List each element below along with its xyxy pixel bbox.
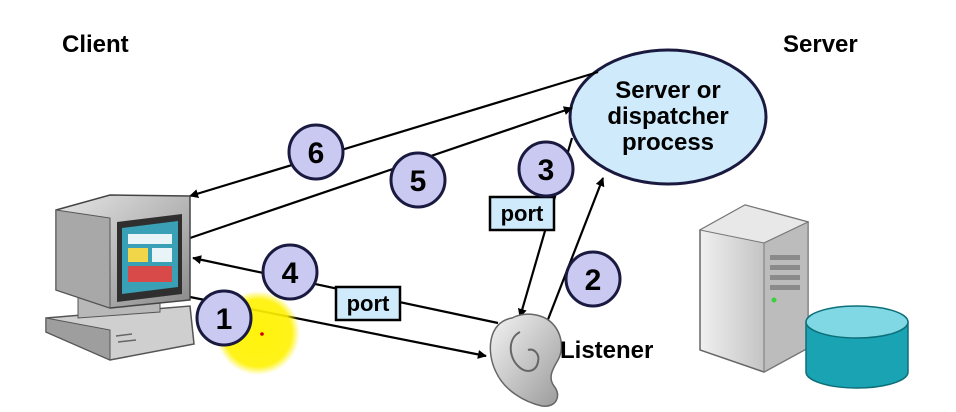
- server-tower-icon: [698, 204, 810, 373]
- listener-label: Listener: [560, 337, 653, 364]
- step-badge-6: 6: [287, 123, 345, 181]
- highlight-dot: [260, 332, 264, 336]
- step-badge-3: 3: [517, 140, 575, 198]
- port-box-lower: port: [334, 285, 402, 322]
- arrow-2: [545, 177, 605, 323]
- step-number-2: 2: [585, 264, 602, 297]
- database-icon: [805, 305, 909, 389]
- client-label: Client: [62, 31, 129, 58]
- step-number-5: 5: [410, 165, 427, 198]
- port-box-upper: port: [488, 195, 556, 232]
- step-number-4: 4: [282, 257, 299, 290]
- step-badge-4: 4: [261, 243, 319, 301]
- arrow-5: [189, 106, 573, 240]
- port-label-upper: port: [501, 201, 544, 226]
- step-badge-1: 1: [195, 289, 253, 347]
- step-badge-2: 2: [564, 250, 622, 308]
- port-label-lower: port: [347, 291, 390, 316]
- client-computer-icon: [45, 194, 195, 361]
- step-badge-5: 5: [389, 151, 447, 209]
- step-number-1: 1: [216, 303, 233, 336]
- arrow-6: [189, 70, 599, 198]
- process-line-2: dispatcher: [607, 103, 728, 130]
- ear-icon: [489, 313, 563, 407]
- server-process-node: Server or dispatcher process: [568, 48, 768, 186]
- server-label: Server: [783, 31, 858, 58]
- process-line-3: process: [622, 129, 714, 156]
- process-line-1: Server or: [615, 77, 720, 104]
- step-number-6: 6: [308, 137, 325, 170]
- step-number-3: 3: [538, 154, 555, 187]
